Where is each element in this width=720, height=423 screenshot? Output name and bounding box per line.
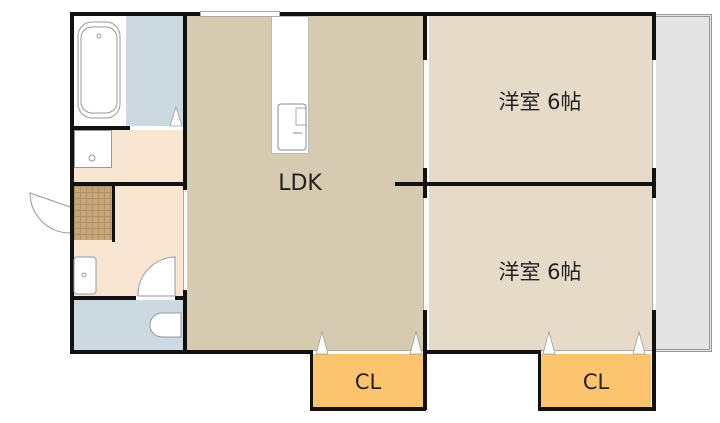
toilet-icon xyxy=(149,312,182,338)
wall xyxy=(310,350,313,410)
window xyxy=(200,11,280,17)
wall xyxy=(70,182,187,186)
wall xyxy=(395,182,655,186)
drain-icon xyxy=(88,154,96,162)
wall xyxy=(652,350,656,410)
balcony xyxy=(656,14,712,352)
toilet-door-icon xyxy=(137,256,176,297)
doorway xyxy=(183,190,187,290)
closet-2 xyxy=(541,354,651,408)
washing-machine-pan xyxy=(74,130,112,168)
window xyxy=(652,198,656,310)
wall xyxy=(70,350,313,354)
room-label-bedroom-1: 洋室 6帖 xyxy=(498,90,582,114)
window xyxy=(652,60,656,168)
wall xyxy=(112,186,115,242)
wall xyxy=(423,310,427,354)
doorway xyxy=(423,198,427,310)
closet-door xyxy=(541,350,652,354)
wall xyxy=(423,350,541,354)
room-bedroom-2 xyxy=(429,186,652,350)
kitchen-sink-icon xyxy=(277,103,307,151)
room-label-closet-1: CL xyxy=(354,370,382,394)
wall xyxy=(70,126,130,130)
entrance-tiles xyxy=(74,186,112,240)
entrance-door-icon xyxy=(29,192,71,234)
room-label-closet-2: CL xyxy=(582,370,610,394)
closet-1 xyxy=(313,354,423,408)
room-label-bedroom-2: 洋室 6帖 xyxy=(498,260,582,284)
wall xyxy=(423,350,427,410)
wall xyxy=(652,12,656,60)
wall xyxy=(652,310,656,354)
closet-door xyxy=(313,350,423,354)
wall xyxy=(538,407,656,411)
wall xyxy=(175,296,187,300)
doorway xyxy=(423,60,427,168)
wall xyxy=(70,296,136,300)
wall xyxy=(310,407,426,411)
room-bedroom-1 xyxy=(429,16,652,182)
wall xyxy=(423,12,427,60)
wall xyxy=(70,12,656,16)
room-label-ldk: LDK xyxy=(278,171,322,196)
wall xyxy=(538,350,541,410)
